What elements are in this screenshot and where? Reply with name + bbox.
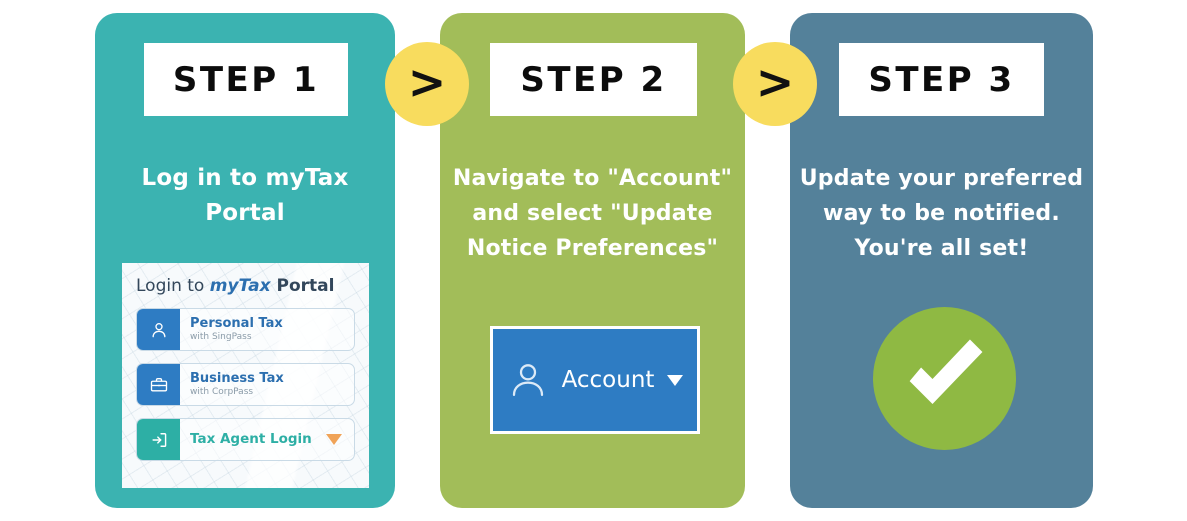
personal-tax-swatch	[137, 309, 180, 350]
briefcase-icon	[150, 377, 167, 391]
step-3-label: STEP 3	[868, 59, 1015, 100]
checkmark-icon	[909, 338, 982, 404]
tax-agent-swatch	[137, 419, 180, 460]
tax-agent-caret-wrap[interactable]	[326, 419, 354, 460]
login-option-business-tax[interactable]: Business Tax with CorpPass	[136, 363, 355, 406]
login-card-title: Login to myTax Portal	[136, 276, 355, 296]
step-2-label-plaque: STEP 2	[490, 43, 697, 116]
chevron-right-icon: >	[755, 55, 795, 109]
business-tax-sublabel: with CorpPass	[190, 387, 254, 397]
success-check-circle	[873, 307, 1016, 450]
person-icon	[512, 364, 543, 397]
personal-tax-label: Personal Tax	[190, 316, 283, 331]
personal-tax-sublabel: with SingPass	[190, 332, 252, 342]
step-2-caption: Navigate to "Account" and select "Update…	[452, 166, 733, 261]
step-1-label-plaque: STEP 1	[144, 43, 348, 116]
step-1-label: STEP 1	[172, 59, 320, 100]
login-title-brand: myTax	[209, 276, 271, 296]
connector-chevron-2: >	[733, 42, 817, 126]
account-button-label: Account	[561, 367, 655, 393]
step-3-label-plaque: STEP 3	[839, 43, 1044, 116]
step-panel-1: STEP 1 Log in to myTax Portal Login to m…	[95, 13, 395, 508]
step-3-caption: Update your preferred way to be notified…	[799, 166, 1084, 261]
person-icon	[152, 322, 165, 337]
step-panel-3: STEP 3 Update your preferred way to be n…	[790, 13, 1093, 508]
login-option-tax-agent[interactable]: Tax Agent Login	[136, 418, 355, 461]
login-title-prefix: Login to	[136, 276, 210, 296]
mytax-login-card: Login to myTax Portal Personal Tax with …	[122, 263, 369, 488]
tax-agent-label: Tax Agent Login	[190, 431, 312, 447]
step-1-caption: Log in to myTax Portal	[141, 165, 349, 226]
chevron-right-icon: >	[407, 55, 447, 109]
business-tax-label: Business Tax	[190, 371, 284, 386]
step-panel-2: STEP 2 Navigate to "Account" and select …	[440, 13, 745, 508]
login-arrow-icon	[151, 432, 166, 447]
business-tax-swatch	[137, 364, 180, 405]
dropdown-caret-icon	[667, 374, 684, 386]
dropdown-caret-icon	[326, 434, 342, 445]
account-menu-button[interactable]: Account	[490, 326, 700, 434]
login-title-suffix: Portal	[270, 276, 335, 296]
login-option-personal-tax[interactable]: Personal Tax with SingPass	[136, 308, 355, 351]
step-2-label: STEP 2	[520, 59, 667, 100]
connector-chevron-1: >	[385, 42, 469, 126]
